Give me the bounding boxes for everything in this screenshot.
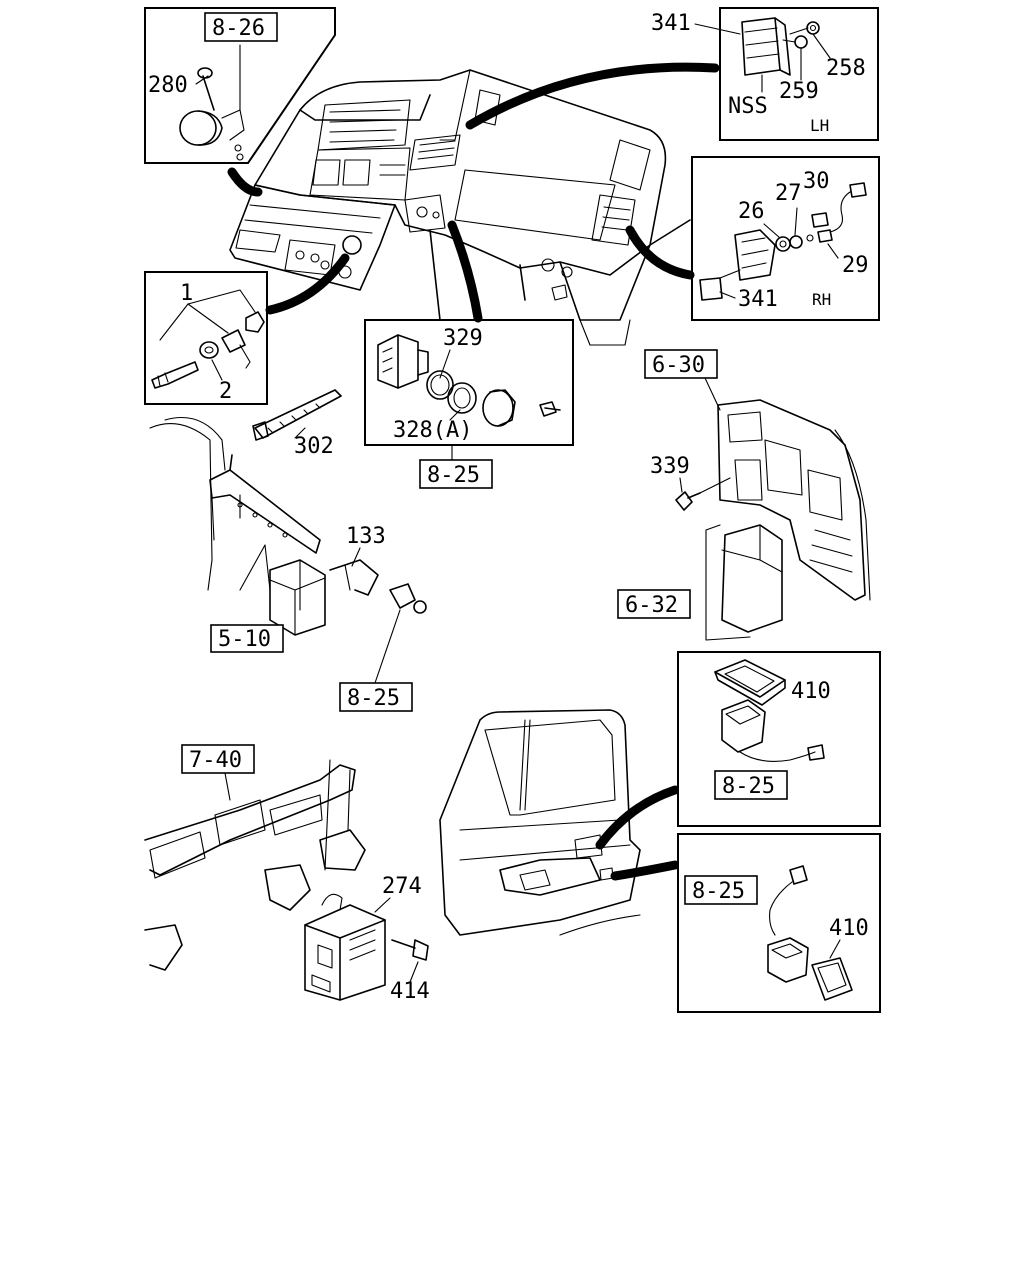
frame-bracket: 133 5-10 8-25 <box>149 416 427 712</box>
ref-label-7-40: 7-40 <box>189 748 242 773</box>
part-label-280: 280 <box>148 73 188 98</box>
part-label-1: 1 <box>180 281 193 306</box>
detail-box-8-26: 8-26 280 <box>144 7 336 164</box>
ref-box-8-25-door-upper <box>714 770 788 800</box>
callout-lh <box>465 62 720 130</box>
callout-door-lower <box>610 860 680 881</box>
part-label-414: 414 <box>390 979 430 1004</box>
part-label-2: 2 <box>219 379 232 404</box>
callout-8-26 <box>227 167 263 197</box>
door-illustration <box>439 709 641 936</box>
ref-label-6-30: 6-30 <box>652 353 705 378</box>
dashboard-illustration <box>229 69 691 346</box>
ref-box-8-25-door-lower <box>684 875 758 905</box>
part-label-341-lh: 341 <box>651 11 691 36</box>
chassis-frame: 7-40 274 414 <box>144 744 430 1004</box>
detail-box-rh: 30 27 26 29 341 RH <box>691 156 880 321</box>
ref-box-6-32 <box>617 589 691 619</box>
callout-rh <box>625 225 695 280</box>
part-label-274: 274 <box>382 874 422 899</box>
part-label-341-rh: 341 <box>738 287 778 312</box>
part-label-302: 302 <box>294 434 334 459</box>
part-label-27: 27 <box>775 181 802 206</box>
part-label-30: 30 <box>803 169 830 194</box>
ref-box-8-25-bracket <box>339 682 413 712</box>
part-label-26: 26 <box>738 199 765 224</box>
ref-label-8-25-door-lower: 8-25 <box>692 879 745 904</box>
part-label-410-lower: 410 <box>829 916 869 941</box>
callout-bulb <box>265 253 350 315</box>
ref-box-6-30 <box>644 349 718 379</box>
ref-label-8-26: 8-26 <box>212 16 265 41</box>
detail-box-door-upper: 410 8-25 <box>677 651 881 827</box>
label-nss: NSS <box>728 94 768 119</box>
part-label-258: 258 <box>826 56 866 81</box>
detail-box-door-lower: 8-25 410 <box>677 833 881 1013</box>
ref-label-8-25-bracket: 8-25 <box>347 686 400 711</box>
ref-box-8-25-switch <box>419 459 493 489</box>
callout-switch <box>447 220 483 323</box>
detail-box-lh: 341 258 259 NSS LH <box>651 7 879 141</box>
ref-label-8-25-door-upper: 8-25 <box>722 774 775 799</box>
part-label-339: 339 <box>650 454 690 479</box>
ref-label-5-10: 5-10 <box>218 627 271 652</box>
ref-label-6-32: 6-32 <box>625 593 678 618</box>
part-label-410-upper: 410 <box>791 679 831 704</box>
ref-box-7-40 <box>181 744 255 774</box>
cable-tie: 302 <box>252 389 342 459</box>
part-label-29: 29 <box>842 253 869 278</box>
side-panel: 6-30 339 6-32 <box>617 349 871 641</box>
ref-label-8-25-switch: 8-25 <box>427 463 480 488</box>
part-label-328a: 328(A) <box>393 418 472 443</box>
part-label-133: 133 <box>346 524 386 549</box>
detail-box-bulb: 1 2 <box>144 271 268 405</box>
detail-box-switch: 329 328(A) 8-25 <box>364 319 574 489</box>
side-label-lh: LH <box>810 116 829 135</box>
part-label-329: 329 <box>443 326 483 351</box>
ref-box-8-26 <box>204 12 278 42</box>
side-label-rh: RH <box>812 290 831 309</box>
callout-door-upper <box>595 785 680 850</box>
ref-box-5-10 <box>210 624 284 653</box>
part-label-259: 259 <box>779 79 819 104</box>
